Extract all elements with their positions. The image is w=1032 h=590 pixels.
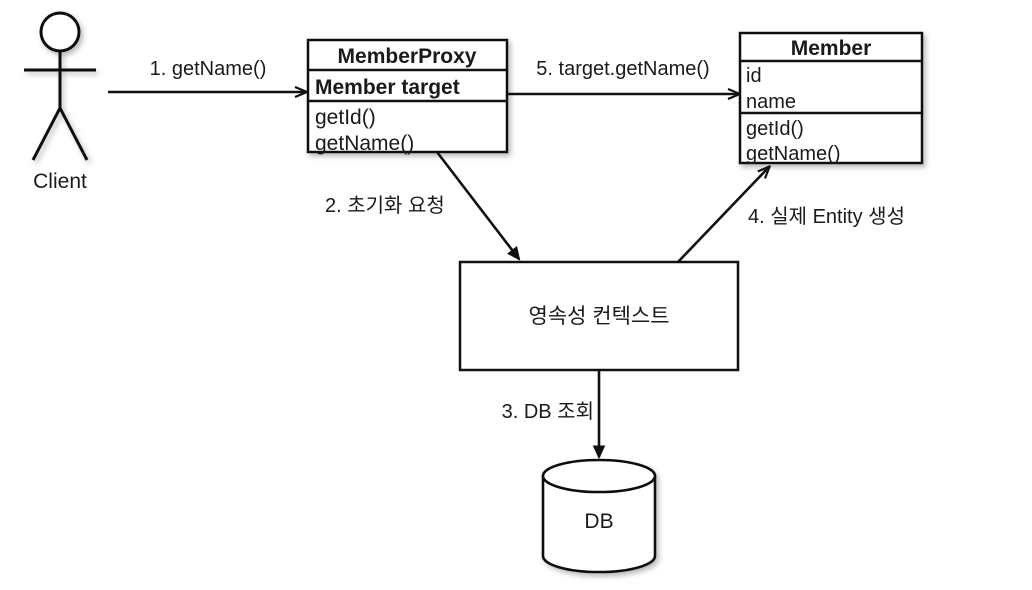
db-cylinder-top-icon — [541, 458, 657, 494]
edge-2-line — [435, 151, 519, 259]
class-box-member-proxy: MemberProxy Member target getId() getNam… — [306, 38, 509, 155]
edge-4-label: 4. 실제 Entity 생성 — [748, 205, 905, 228]
member-field-0: id — [746, 65, 762, 87]
member-method-0: getId() — [746, 118, 804, 140]
edge-4-line — [677, 167, 769, 263]
persistence-context-outline — [458, 260, 740, 372]
node-persistence-context: 영속성 컨텍스트 — [458, 260, 740, 372]
edge-3-label: 3. DB 조회 — [502, 400, 594, 423]
actor-client — [24, 11, 96, 161]
member-proxy-method-0: getId() — [315, 106, 376, 129]
db-label: DB — [584, 510, 613, 533]
member-method-1: getName() — [746, 143, 840, 165]
edge-5-label: 5. target.getName() — [536, 58, 709, 80]
member-field-1: name — [746, 91, 796, 113]
member-proxy-field-0: Member target — [315, 76, 460, 99]
actor-label: Client — [33, 170, 87, 193]
edge-1-label: 1. getName() — [150, 58, 267, 80]
member-outline — [738, 31, 924, 165]
actor-right-leg-icon — [58, 107, 89, 161]
node-database — [541, 458, 657, 574]
persistence-context-label: 영속성 컨텍스트 — [528, 305, 669, 328]
db-cylinder-body-icon — [541, 474, 657, 574]
edge-2-label: 2. 초기화 요청 — [325, 194, 445, 217]
actor-left-leg-icon — [31, 107, 62, 161]
member-proxy-title: MemberProxy — [338, 45, 477, 68]
member-proxy-outline — [306, 38, 509, 154]
member-proxy-method-1: getName() — [315, 132, 414, 155]
class-box-member: Member id name getId() getName() — [738, 31, 924, 165]
member-title: Member — [791, 37, 872, 60]
actor-head-icon — [39, 11, 81, 53]
